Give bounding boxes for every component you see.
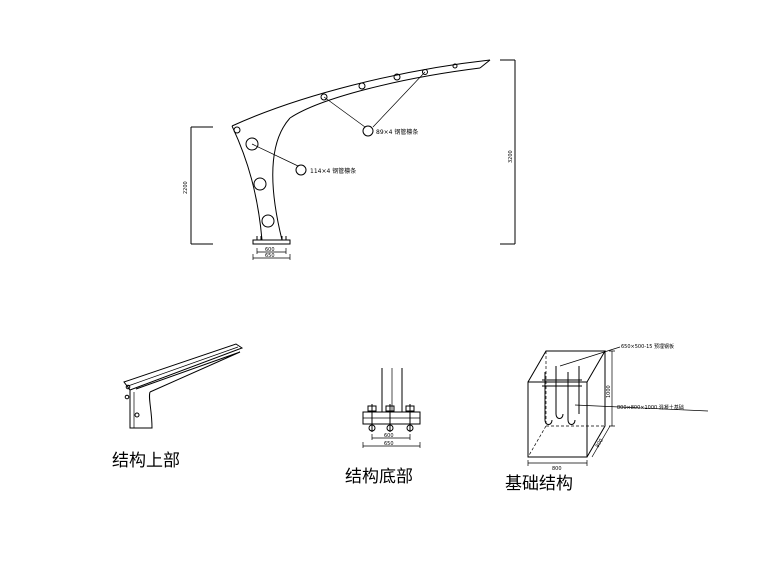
bottom-dim-inner: 600 bbox=[384, 433, 394, 439]
foundation-side bbox=[586, 351, 606, 458]
arm-outer-edge bbox=[231, 59, 491, 127]
dim-left-line bbox=[190, 126, 213, 245]
arm-hole bbox=[393, 73, 401, 81]
callout-beam-symbol bbox=[295, 164, 307, 176]
dim-base-inner-text: 600 bbox=[265, 247, 275, 253]
bottom-column bbox=[381, 368, 403, 412]
upper-hole bbox=[134, 412, 140, 418]
arm-tip bbox=[479, 59, 491, 69]
callout-beam-leader bbox=[251, 143, 299, 167]
callout-purlin-leader bbox=[323, 71, 426, 128]
dim-base-lines bbox=[252, 248, 291, 260]
arm-hole bbox=[233, 126, 241, 134]
upper-caption: 结构上部 bbox=[112, 451, 180, 471]
arm-hole bbox=[452, 63, 458, 69]
foundation-hidden bbox=[527, 351, 605, 458]
callout-purlin-symbol bbox=[362, 125, 374, 137]
dim-right-text: 3200 bbox=[508, 150, 514, 163]
foundation-dim-width-text: 800 bbox=[552, 466, 562, 472]
bottom-bolts bbox=[367, 404, 415, 432]
foundation-leader-side bbox=[574, 404, 709, 412]
column-right-edge bbox=[272, 117, 291, 241]
bottom-caption: 结构底部 bbox=[345, 467, 413, 487]
dim-base-outer-text: 650 bbox=[265, 253, 275, 259]
upper-hole bbox=[125, 384, 131, 390]
foundation-dim-depth-text: 800 bbox=[595, 438, 605, 449]
detail-upper: 结构上部 bbox=[112, 343, 244, 471]
foundation-note-bolt: 650×500-15 预埋钢板 bbox=[621, 343, 674, 350]
bottom-dim-lines bbox=[362, 434, 421, 448]
foundation-anchors bbox=[542, 366, 582, 425]
callout-purlin-text: 89×4 钢管檩条 bbox=[376, 128, 418, 136]
detail-bottom: 600 650 结构底部 bbox=[345, 368, 421, 487]
foundation-dim-depth bbox=[591, 425, 611, 458]
arm-hole bbox=[358, 82, 366, 90]
arm-inner-edge bbox=[289, 67, 481, 119]
column-hole bbox=[245, 137, 259, 151]
foundation-front bbox=[527, 381, 588, 458]
detail-foundation: 650×500-15 预埋钢板 800×800×1000 混凝土基础 800 8… bbox=[505, 343, 709, 494]
column-hole bbox=[261, 214, 275, 228]
foundation-note-block: 800×800×1000 混凝土基础 bbox=[617, 404, 684, 411]
dim-right-line bbox=[500, 59, 516, 245]
foundation-dim-width bbox=[527, 460, 588, 466]
upper-bracket bbox=[129, 390, 153, 429]
base-bolt-left bbox=[256, 236, 262, 240]
column-left-edge bbox=[231, 125, 263, 241]
base-plate bbox=[252, 239, 291, 245]
foundation-caption: 基础结构 bbox=[505, 474, 573, 494]
upper-arm-inner bbox=[127, 346, 239, 387]
foundation-top bbox=[527, 350, 606, 383]
upper-arm-top bbox=[123, 343, 244, 391]
upper-arm-bottom bbox=[135, 351, 241, 393]
foundation-dim-height bbox=[609, 350, 615, 427]
foundation-leader-top bbox=[559, 346, 621, 367]
arm-hole bbox=[320, 93, 328, 101]
bottom-dim-outer: 650 bbox=[384, 441, 394, 447]
dim-left-text: 2200 bbox=[183, 181, 189, 194]
callout-beam-text: 114×4 钢管檩条 bbox=[310, 167, 356, 175]
main-elevation: 89×4 钢管檩条 114×4 钢管檩条 2200 3200 600 650 bbox=[183, 59, 516, 260]
column-hole bbox=[253, 177, 267, 191]
upper-hole bbox=[124, 394, 130, 400]
base-bolt-right bbox=[281, 236, 287, 240]
arm-hole bbox=[422, 69, 428, 75]
foundation-dim-height-text: 1000 bbox=[606, 385, 612, 398]
